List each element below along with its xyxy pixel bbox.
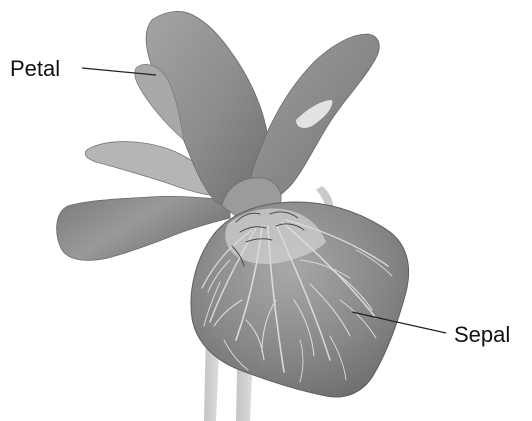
petal-callout: Petal (10, 56, 156, 81)
sepal-label: Sepal (454, 322, 510, 347)
petal-label: Petal (10, 56, 60, 81)
